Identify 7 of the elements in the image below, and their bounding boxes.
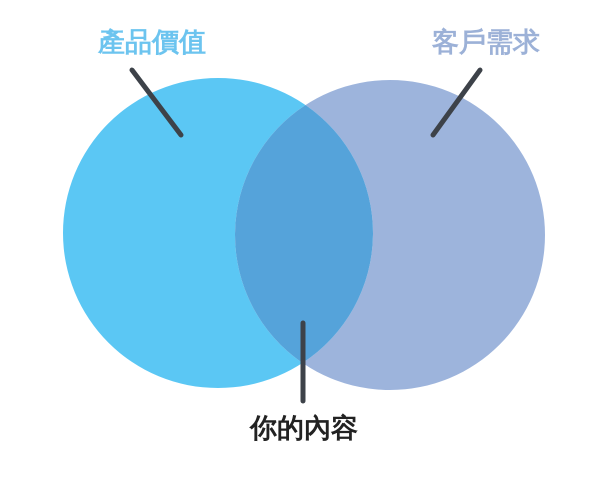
leader-line (130, 68, 184, 138)
leader-line (300, 320, 306, 404)
set-label: 客戶需求 (432, 27, 540, 58)
set-label: 產品價值 (98, 27, 206, 58)
leader-line (430, 68, 482, 138)
overlap-label: 你的內容 (250, 413, 358, 444)
overlap-region (235, 105, 373, 363)
